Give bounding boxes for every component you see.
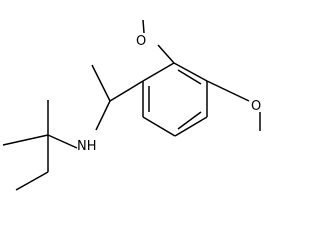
ring-bond-5 [142, 116, 176, 137]
ring-bond-4 [174, 116, 208, 137]
ch-to-nh-bond [95, 100, 111, 131]
methoxy-top-bond-ring [157, 44, 175, 64]
chemical-structure-canvas: O O NH [2, 19, 261, 191]
ethyl-terminal-bond [15, 171, 49, 191]
ring-to-ch-bond [109, 80, 144, 102]
methoxy-top-group [142, 19, 175, 64]
methoxy-right-group [206, 80, 261, 131]
ch-methyl-bond [91, 64, 111, 102]
benzene-ring [142, 62, 208, 137]
oxygen-right-label: O [251, 99, 261, 114]
tert-amyl-group [2, 100, 49, 191]
ring-double-bond-inner-1 [177, 69, 202, 85]
oxygen-top-label: O [136, 34, 146, 49]
nh-to-quaternary-carbon-bond [47, 134, 78, 149]
amine-nh-label: NH [77, 139, 97, 154]
molecule-drawing: O O NH [2, 19, 261, 191]
ring-double-bond-inner-2 [177, 111, 202, 130]
quaternary-methyl-left-bond [2, 134, 49, 146]
methoxy-right-bond-ring [206, 80, 250, 102]
ring-bond-1 [142, 62, 175, 82]
ring-bond-2 [173, 62, 208, 82]
methoxy-top-bond-methyl [142, 19, 145, 34]
aminoethyl-side-chain [47, 64, 144, 149]
